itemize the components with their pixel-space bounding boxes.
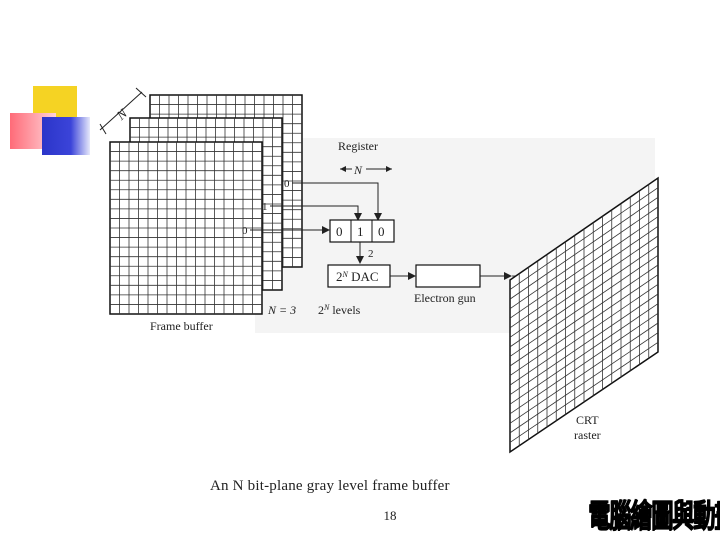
wire-back-plane: [292, 182, 382, 221]
register: 0 1 0: [329, 219, 395, 243]
depth-arrow: [99, 91, 143, 131]
levels-label: 2N levels: [318, 303, 361, 318]
bus-width-label: 2: [368, 248, 374, 260]
plane-bit-front: 0: [242, 225, 248, 237]
figure-caption: An N bit-plane gray level frame buffer: [210, 478, 450, 494]
dac-label: 2N DAC: [336, 269, 379, 284]
crt-raster-label: raster: [574, 428, 601, 442]
course-logo-text: 電腦繪圖與動畫: [588, 498, 720, 535]
crt-raster: [509, 176, 659, 454]
bit-plane-front: [109, 141, 263, 315]
page-number: 18: [383, 508, 397, 523]
electron-gun-label: Electron gun: [414, 291, 476, 305]
electron-gun-box: [415, 264, 481, 288]
crt-label: CRT: [576, 413, 599, 427]
register-title: Register: [338, 139, 378, 153]
register-cell-2: 0: [378, 224, 385, 239]
depth-label: N: [113, 105, 131, 124]
plane-bit-back: 0: [284, 178, 290, 190]
register-cell-1: 1: [357, 224, 364, 239]
register-cell-0: 0: [336, 224, 343, 239]
decor-blue-square: [42, 117, 90, 155]
plane-bit-middle: 1: [262, 201, 268, 213]
n-equals-label: N = 3: [267, 303, 296, 317]
wire-middle-plane: [270, 205, 362, 221]
course-logo: 電腦繪圖與動畫: [588, 488, 720, 535]
register-width-label: N: [353, 163, 363, 177]
frame-buffer-label: Frame buffer: [150, 319, 213, 333]
